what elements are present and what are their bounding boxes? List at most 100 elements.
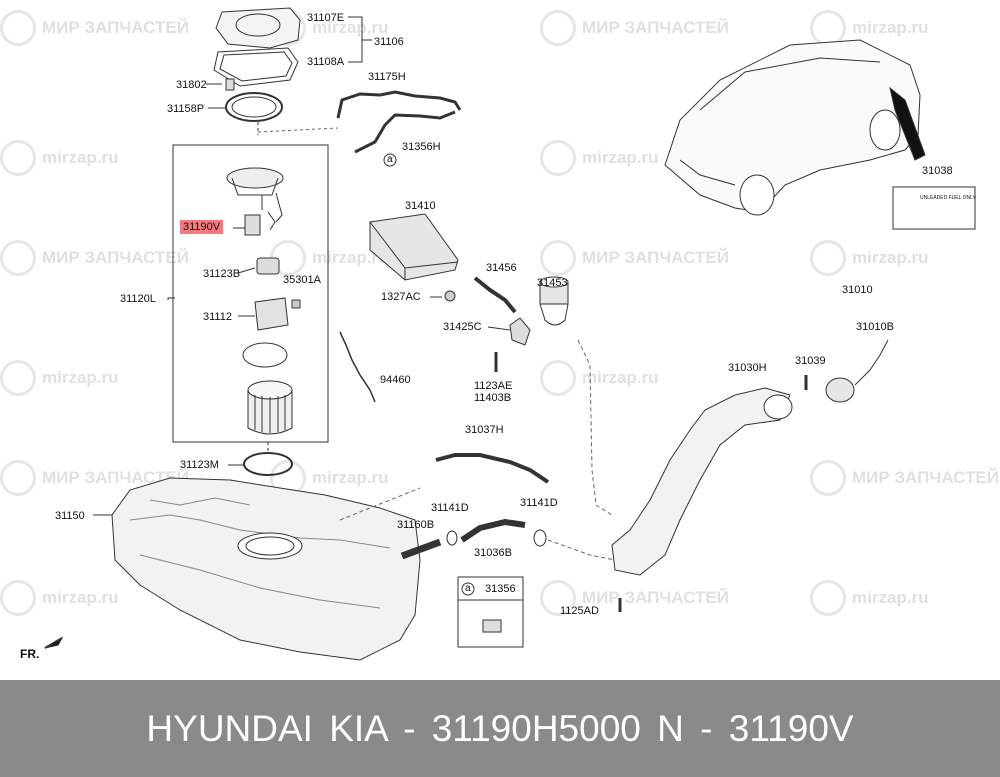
watermark-logo-icon: [0, 460, 36, 496]
label-31456: 31456: [486, 262, 517, 274]
footer-banner: HYUNDAI KIA - 31190H5000 N - 31190V: [0, 680, 1000, 777]
label-31030h: 31030H: [728, 362, 767, 374]
label-31453: 31453: [537, 277, 568, 289]
bolt-31802: [225, 78, 235, 91]
legend-marker-circle: [461, 582, 475, 596]
fuel-door-pointer: [889, 86, 926, 161]
watermark: mirzap.ru: [810, 580, 929, 616]
label-31038: 31038: [922, 165, 953, 177]
pump-31123b: [256, 257, 280, 275]
watermark: МИР ЗАПЧАСТЕЙ: [0, 460, 189, 496]
fuel-label-text: UNLEADED FUEL ONLY: [920, 195, 976, 201]
watermark: mirzap.ru: [0, 580, 119, 616]
watermark: mirzap.ru: [810, 240, 929, 276]
parts-diagram: МИР ЗАПЧАСТЕЙ mirzap.ru МИР ЗАПЧАСТЕЙ mi…: [0, 7, 999, 661]
hose-31456: [473, 276, 517, 314]
watermark-logo-icon: [540, 140, 576, 176]
label-31141d-b: 31141D: [520, 497, 558, 509]
o-ring-31123m: [243, 452, 293, 476]
label-31107e: 31107E: [307, 12, 345, 24]
label-31108a: 31108A: [307, 56, 345, 68]
watermark-logo-icon: [810, 580, 846, 616]
fuel-label-31038: [892, 186, 976, 230]
pump-module-box: [172, 144, 329, 443]
watermark-logo-icon: [540, 240, 576, 276]
filter-31112: [254, 297, 289, 331]
label-31112: 31112: [203, 311, 232, 323]
watermark: mirzap.ru: [0, 140, 119, 176]
tube-31356h: [354, 110, 456, 154]
watermark-logo-icon: [0, 240, 36, 276]
bracket-31425c: [509, 317, 531, 346]
gasket-31108a: [213, 47, 299, 87]
watermark: МИР ЗАПЧАСТЕЙ: [540, 10, 729, 46]
pump-flange: [226, 167, 284, 189]
label-31158p: 31158P: [167, 103, 205, 115]
label-94460: 94460: [380, 374, 411, 386]
watermark: mirzap.ru: [540, 360, 659, 396]
watermark-logo-icon: [810, 240, 846, 276]
tube-31175h: [336, 90, 462, 119]
label-31039: 31039: [795, 355, 826, 367]
watermark-logo-icon: [0, 10, 36, 46]
front-direction-label: FR.: [20, 647, 40, 661]
watermark-logo-icon: [0, 580, 36, 616]
label-31120l: 31120L: [120, 293, 156, 305]
label-31175h: 31175H: [368, 71, 406, 83]
watermark: МИР ЗАПЧАСТЕЙ: [540, 240, 729, 276]
cover-plate-31107e: [215, 7, 301, 49]
tube-31037h: [435, 453, 550, 484]
label-1327ac: 1327AC: [381, 291, 421, 303]
marker-a-text: a: [387, 154, 393, 165]
fuel-cap-31010: [825, 377, 855, 403]
marker-a-circle: [383, 153, 397, 167]
label-31410: 31410: [405, 200, 436, 212]
label-31160b: 31160B: [397, 519, 435, 531]
label-31037h: 31037H: [465, 424, 504, 436]
label-1125ad: 1125AD: [560, 605, 599, 617]
watermark: МИР ЗАПЧАСТЕЙ: [0, 240, 189, 276]
label-31123m: 31123M: [180, 459, 219, 471]
filler-neck-31030h: [611, 387, 791, 576]
reservoir-cup: [242, 342, 288, 368]
clamp-31141d-b: [533, 529, 547, 547]
car-wheel-front: [739, 174, 775, 216]
clamp-31141d-a: [446, 530, 458, 546]
car-wheel-rear: [869, 109, 901, 151]
label-31356: 31356: [485, 583, 516, 595]
label-35301a: 35301A: [283, 274, 321, 286]
label-31010: 31010: [842, 284, 873, 296]
label-1123ae: 1123AE: [474, 380, 513, 392]
tether-31010b: [854, 339, 889, 386]
watermark: mirzap.ru: [540, 140, 659, 176]
cover-plate-hole: [235, 13, 281, 37]
tube-31160b: [400, 538, 442, 560]
label-31356h: 31356H: [402, 141, 441, 153]
label-31190v-highlighted: 31190V: [180, 220, 224, 234]
watermark-logo-icon: [540, 10, 576, 46]
watermark-logo-icon: [810, 460, 846, 496]
label-31010b: 31010B: [856, 321, 894, 333]
watermark-logo-icon: [0, 140, 36, 176]
label-31123b: 31123B: [203, 268, 241, 280]
label-31802: 31802: [176, 79, 207, 91]
lock-ring-31158p: [225, 92, 283, 122]
watermark-logo-icon: [540, 360, 576, 396]
fuel-tank-31150: [111, 477, 421, 661]
label-11403b: 11403B: [474, 392, 512, 404]
watermark: МИР ЗАПЧАСТЕЙ: [0, 10, 189, 46]
regulator-35301a: [291, 299, 301, 309]
part-number-caption: HYUNDAI KIA - 31190H5000 N - 31190V: [146, 708, 854, 749]
legend-marker-text: a: [465, 583, 471, 594]
watermark-logo-icon: [0, 360, 36, 396]
fuel-filter-31190v: [244, 214, 261, 236]
watermark: МИР ЗАПЧАСТЕЙ: [810, 460, 999, 496]
label-31141d-a: 31141D: [431, 502, 469, 514]
harness-94460: [339, 331, 376, 403]
watermark: mirzap.ru: [0, 360, 119, 396]
canister-31410: [369, 213, 459, 281]
label-31150: 31150: [55, 510, 85, 522]
hose-31036b: [460, 518, 526, 543]
label-31106: 31106: [374, 36, 404, 48]
label-31036b: 31036B: [474, 547, 512, 559]
